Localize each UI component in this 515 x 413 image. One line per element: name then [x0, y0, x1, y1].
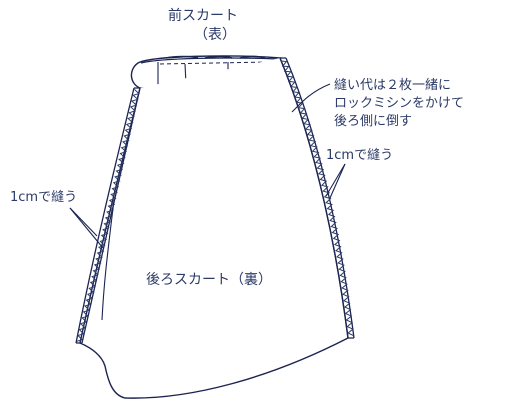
front-skirt-label: 前スカート [168, 8, 238, 24]
leader-seam-allowance [291, 83, 331, 113]
seam-allowance-note-line1: 縫い代は２枚一緒に [334, 78, 452, 93]
leader-lines [69, 83, 346, 249]
front-skirt-side-label: （表） [194, 27, 236, 43]
right-side-seam [279, 57, 355, 339]
back-skirt-label: 後ろスカート（裏） [146, 272, 272, 288]
left-overlock-stitch [76, 89, 140, 342]
leader-right-1cm-b [329, 163, 346, 199]
leader-right-1cm-a [325, 163, 346, 197]
sew-1cm-left-label: 1cmで縫う [10, 190, 78, 205]
seam-allowance-note-line2: ロックミシンをかけて [334, 96, 465, 111]
leader-left-1cm-b [69, 207, 104, 249]
sew-1cm-right-label: 1cmで縫う [326, 148, 394, 163]
right-overlock-stitch [280, 60, 354, 337]
seam-allowance-note-line3: 後ろ側に倒す [334, 114, 413, 129]
left-side-seam [75, 87, 141, 344]
back-skirt-body [79, 57, 349, 399]
